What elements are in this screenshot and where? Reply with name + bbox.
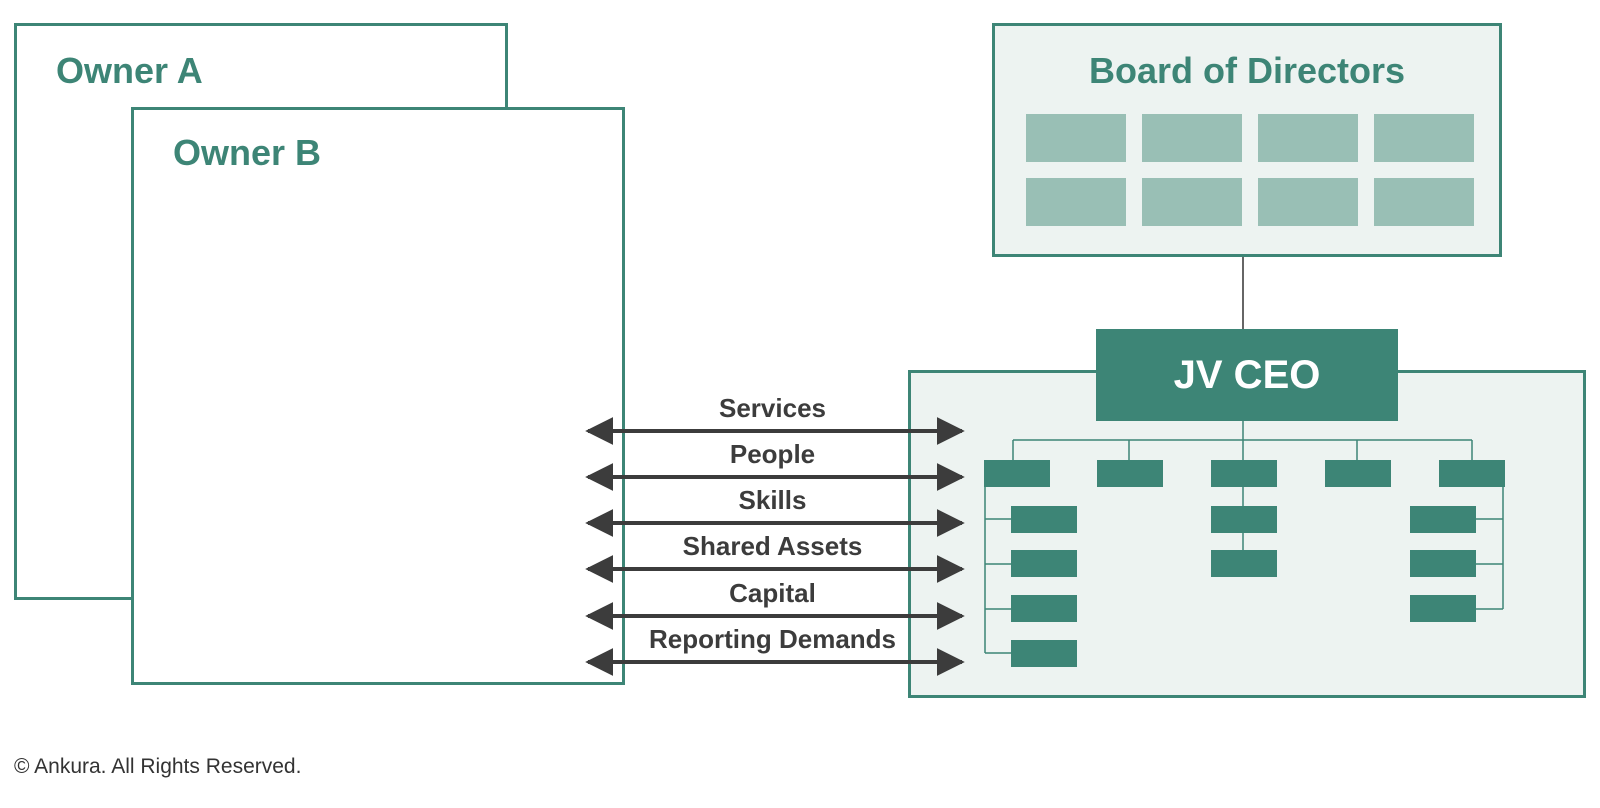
org-box: [1439, 460, 1505, 487]
jv-ceo-title: JV CEO: [1173, 352, 1321, 397]
board-seat: [1142, 114, 1242, 162]
board-seat: [1258, 114, 1358, 162]
board-seat: [1374, 178, 1474, 226]
org-box: [1011, 550, 1077, 577]
flow-label-skills: Skills: [738, 485, 807, 515]
org-box: [1410, 506, 1476, 533]
org-box: [1211, 460, 1277, 487]
owner-b-title: Owner B: [173, 132, 322, 173]
board-seat: [1374, 114, 1474, 162]
org-box: [1410, 595, 1476, 622]
owner-a-title: Owner A: [56, 50, 203, 91]
owner-b-box: Owner B: [131, 107, 625, 685]
flow-label-people: People: [729, 439, 816, 469]
board-title: Board of Directors: [1088, 50, 1406, 91]
org-box: [1211, 506, 1277, 533]
board-seat: [1258, 178, 1358, 226]
org-box: [1325, 460, 1391, 487]
flow-label-capital: Capital: [729, 578, 816, 608]
flow-label-shared-assets: Shared Assets: [682, 531, 863, 561]
org-box: [1011, 595, 1077, 622]
org-box: [1211, 550, 1277, 577]
board-of-directors-box: Board of Directors: [992, 23, 1502, 257]
org-box: [984, 460, 1050, 487]
jv-ceo-box: JV CEO: [1096, 329, 1398, 421]
board-seat: [1026, 178, 1126, 226]
org-box: [1097, 460, 1163, 487]
org-box: [1410, 550, 1476, 577]
flow-arrows: [585, 417, 965, 676]
org-chart-boxes: [984, 460, 1505, 667]
flow-label-services: Services: [719, 393, 826, 423]
org-box: [1011, 640, 1077, 667]
org-box: [1011, 506, 1077, 533]
board-seat: [1142, 178, 1242, 226]
board-seat: [1026, 114, 1126, 162]
flow-label-reporting-demands: Reporting Demands: [648, 624, 897, 654]
copyright-footer: © Ankura. All Rights Reserved.: [14, 755, 302, 778]
org-chart-connectors: [984, 421, 1504, 654]
